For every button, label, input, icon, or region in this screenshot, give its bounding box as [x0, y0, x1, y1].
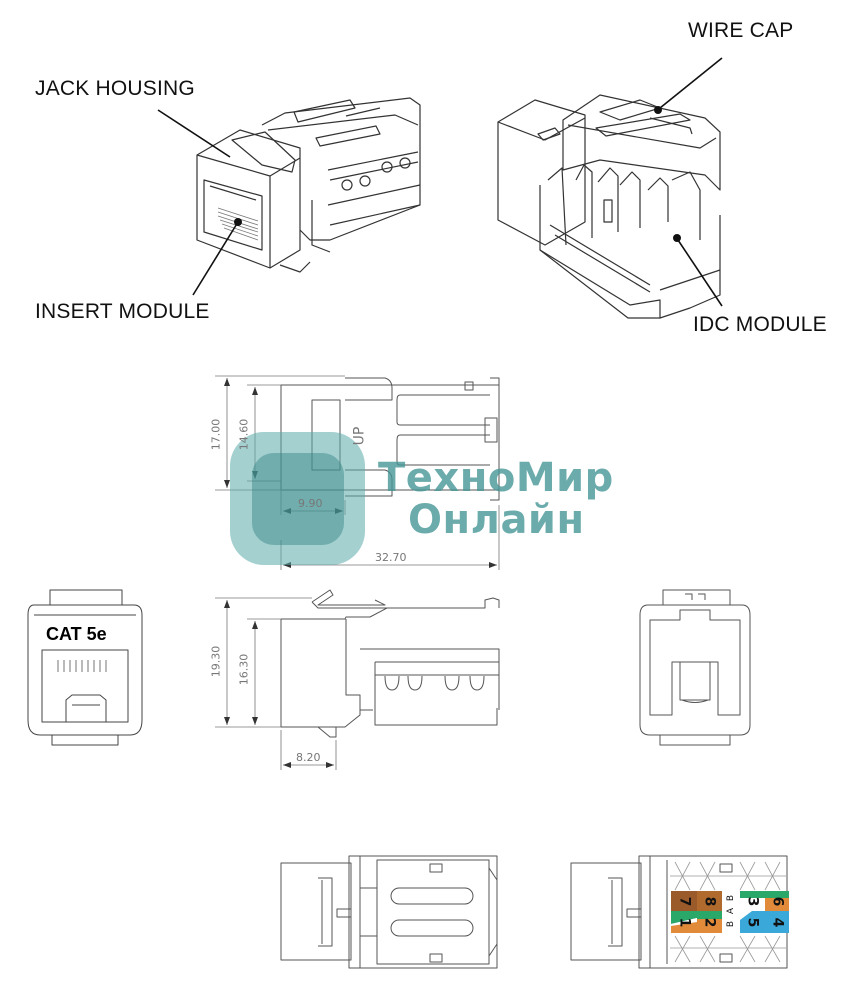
pin-1: 1 — [676, 917, 693, 928]
pin-4: 4 — [769, 917, 786, 928]
iso-jack-left — [196, 97, 421, 273]
watermark-line1: ТехноМир — [378, 455, 614, 501]
watermark-line2: Онлайн — [408, 497, 585, 543]
callout-idc-module: IDC MODULE — [693, 313, 827, 336]
standard-b-bottom: B — [726, 920, 737, 928]
iso-jack-right — [497, 94, 721, 319]
up-marking: UP — [351, 426, 368, 446]
pin-8: 8 — [701, 896, 718, 907]
dim-total-height-19-3: 19.30 — [209, 645, 223, 678]
standard-b-top: B — [726, 894, 737, 902]
dim-total-length-32-7: 32.70 — [375, 551, 407, 564]
side-view — [280, 589, 500, 738]
rear-view — [639, 589, 751, 746]
pin-2: 2 — [701, 917, 718, 928]
cat5e-label: CAT 5e — [46, 624, 107, 644]
dim-front-depth-8-2: 8.20 — [296, 751, 321, 764]
dim-front-width-9-9: 9.90 — [298, 497, 323, 510]
callout-insert-module: INSERT MODULE — [35, 300, 210, 323]
pin-6: 6 — [769, 896, 786, 907]
callout-jack-housing: JACK HOUSING — [35, 77, 195, 100]
callout-wire-cap: WIRE CAP — [688, 19, 794, 42]
pin-7: 7 — [676, 896, 693, 907]
pin-3: 3 — [744, 896, 761, 907]
pin-5: 5 — [744, 917, 761, 928]
front-view — [27, 589, 143, 746]
cap-top-view — [280, 855, 498, 969]
standard-a: A — [726, 907, 737, 915]
watermark-logo-outer — [230, 432, 365, 565]
dim-total-height-17: 17.00 — [209, 418, 223, 451]
watermark-logo-inner — [252, 453, 344, 545]
dim-inner-height-14-6: 14.60 — [237, 418, 251, 451]
wiring-color-codes — [671, 891, 789, 933]
dim-inner-height-16-3: 16.30 — [237, 653, 251, 686]
